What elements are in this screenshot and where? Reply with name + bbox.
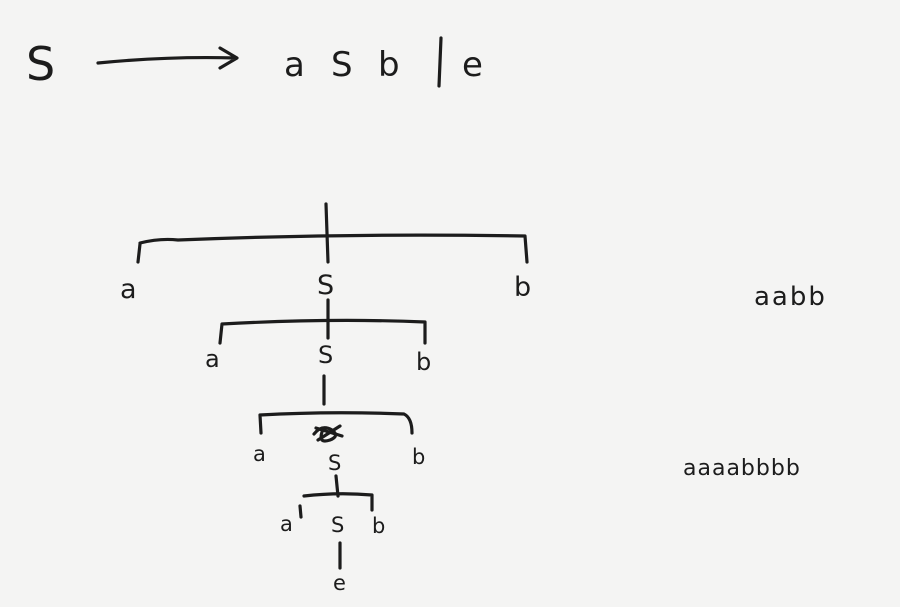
tree-node-S: S [318,341,333,369]
tree-node-a: a [280,512,293,536]
tree-node-b: b [514,272,531,303]
scribble-icon [312,424,344,443]
grammar-rule: S a S b e [26,36,483,91]
tree-branch [324,202,330,264]
tree-node-b: b [372,514,385,538]
tree-node-a: a [205,345,220,373]
example-string: aabb [754,282,827,312]
alternation-bar [437,36,443,88]
tree-node-S: S [317,270,334,301]
grammar-rhs-S: S [331,45,353,85]
grammar-alt-e: e [462,45,483,85]
tree-branch [218,318,427,345]
tree-branch [136,242,142,264]
example-string: aaaabbbb [683,456,801,481]
tree-node-a: a [120,274,137,305]
grammar-rhs-a: a [284,45,305,85]
example-strings: aabb aaaabbbb [683,282,827,481]
tree-branch [302,492,374,512]
tree-node-b: b [412,445,425,469]
tree-node-b: b [416,348,431,376]
tree-node-S: S [328,451,341,475]
tree-node-a: a [253,442,266,466]
parse-tree: a S b a S b a S b a S b e [120,202,531,595]
tree-leaf-e: e [333,571,346,595]
tree-branch [138,233,529,264]
tree-node-S: S [331,513,344,537]
grammar-rhs-b: b [378,45,400,85]
tree-branch [298,504,303,519]
tree-branch [258,411,414,435]
grammar-lhs: S [26,37,55,91]
arrow-icon [96,46,239,70]
